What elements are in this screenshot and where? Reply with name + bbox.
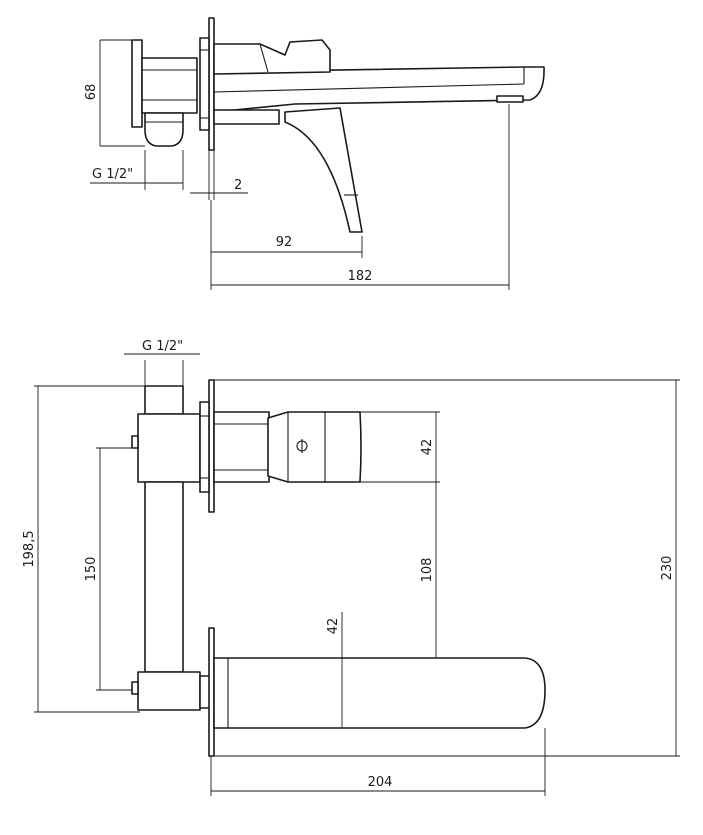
lower-side-tab [131,681,139,695]
dim-spout-182: 182 [211,104,510,290]
dim-handle-92-label: 92 [276,235,293,250]
lower-valve-body [137,671,201,711]
side-view: 68 G 1/2" 2 92 182 [84,17,545,290]
top-inlet [144,385,184,415]
dim-overall-height-230-label: 230 [660,556,675,581]
wall-flange-rosette [131,39,143,128]
dim-thread-side-label: G 1/2" [92,167,133,182]
dim-plate-2: 2 [190,150,248,200]
dim-spout-length-204: 204 [210,728,546,796]
spout-front [213,657,546,729]
dim-total-height-198-5-label: 198,5 [22,530,37,567]
cover-nut [199,37,210,131]
dim-spout-length-204-label: 204 [368,775,393,790]
upper-valve-body [137,413,201,483]
dim-total-height-198-5: 198,5 [22,385,145,713]
handle-knob [267,411,362,483]
upper-side-tab [131,435,139,449]
dim-inlet-spacing-150: 150 [84,447,132,691]
dim-center-gap-108-label: 108 [420,558,435,583]
dim-thread-front-label: G 1/2" [142,339,183,354]
dim-handle-92: 92 [210,200,363,290]
under-spout-block [213,109,280,125]
dim-thread-front: G 1/2" [124,339,200,386]
dim-plate-2-label: 2 [234,178,242,193]
handle-cartridge [213,411,270,483]
lever-handle [213,39,331,75]
aerator [496,95,524,103]
dim-height-68-label: 68 [84,84,99,101]
dim-handle-42: 42 [360,411,440,483]
dim-spout-42: 42 [326,612,343,728]
dim-handle-42-label: 42 [420,439,435,456]
valve-body [141,57,198,114]
dim-center-gap-108: 108 [420,482,437,658]
curved-lever-arm [284,107,363,233]
dim-spout-182-label: 182 [348,269,373,284]
dim-overall-height-230: 230 [214,379,680,757]
dim-inlet-spacing-150-label: 150 [84,557,99,582]
dim-thread-side: G 1/2" [90,150,184,190]
inlet-connector [144,112,184,147]
spout [213,66,545,113]
connecting-pipe [144,481,184,673]
dim-height-68: 68 [84,39,145,147]
dim-spout-42-label: 42 [326,618,341,635]
upper-cover-nut [199,401,210,493]
front-view: G 1/2" 198,5 150 42 108 [22,339,680,796]
